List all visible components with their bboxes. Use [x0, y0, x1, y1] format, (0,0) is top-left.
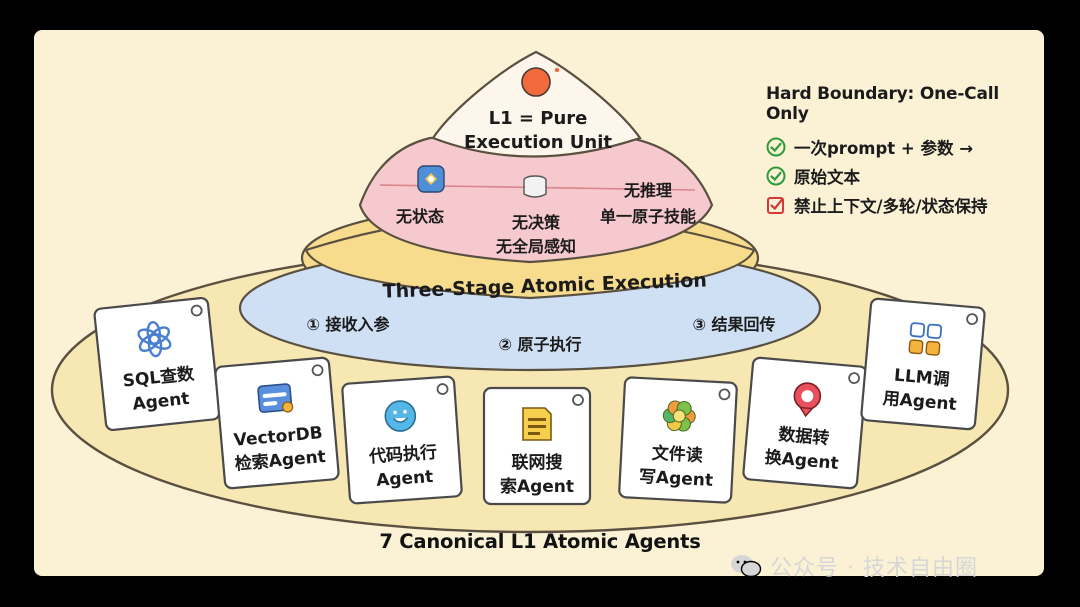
card-pin-icon: [572, 394, 584, 406]
agent-card-frame: [618, 376, 738, 504]
card-pin-icon: [190, 304, 203, 317]
constraint-no-global-awareness: 无全局感知: [495, 237, 576, 256]
wechat-watermark: 公众号 · 技术自由圈: [730, 550, 978, 582]
check-circle-icon: [766, 166, 786, 185]
constraints-pink-layer: [358, 136, 714, 264]
legend-item-text: 禁止上下文/多轮/状态保持: [794, 196, 988, 216]
constraint-no-reasoning: 无推理: [623, 181, 672, 200]
core-cone: [431, 50, 642, 158]
agent-card-frame: [860, 297, 986, 431]
agent-card-frame: [482, 386, 592, 506]
constraint-single-atomic-skill: 单一原子技能: [600, 207, 696, 226]
openai-swirl-icon: [137, 321, 172, 358]
database-stack-icon: [523, 175, 547, 198]
smile-badge-icon: [384, 400, 417, 432]
agent-card-frame: [742, 356, 868, 490]
core-title-line1: L1 = Pure: [489, 108, 588, 129]
stage-atomic-execute: ② 原子执行: [498, 335, 581, 354]
app-grid-icon: [908, 322, 943, 356]
agent-card-label-line1: 联网搜: [512, 452, 564, 473]
flower-icon: [662, 400, 696, 432]
legend-item-text: 原始文本: [794, 167, 860, 187]
agent-card-label-line1: 文件读: [651, 443, 703, 467]
legend-title: Hard Boundary: One-Call Only: [766, 84, 999, 124]
card-pin-icon: [436, 383, 449, 395]
core-orange-dot-icon: [521, 67, 560, 97]
agent-card-label-line2: Agent: [376, 467, 434, 491]
card-pin-icon: [718, 388, 731, 401]
legend-item-text: 一次prompt + 参数 →: [794, 138, 974, 158]
legend-item-one-call: 一次prompt + 参数 →: [766, 132, 1036, 161]
browser-window-icon: [257, 383, 294, 413]
target-pin-icon: [793, 382, 822, 418]
agent-card-frame: [341, 375, 463, 505]
constraint-stateless: 无状态: [395, 207, 444, 226]
footer-title: 7 Canonical L1 Atomic Agents: [379, 530, 701, 553]
watermark-text: 公众号 · 技术自由圈: [770, 556, 978, 581]
stage-return-result: ③ 结果回传: [692, 315, 775, 334]
legend-item-forbidden: 禁止上下文/多轮/状态保持: [766, 190, 1036, 219]
agent-card-label-line1: LLM调: [893, 366, 950, 391]
agent-card-label-line2: 写Agent: [638, 467, 713, 491]
hard-boundary-legend: Hard Boundary: One-Call Only 一次prompt + …: [766, 84, 1036, 219]
card-pin-icon: [848, 372, 860, 385]
checkbox-forbidden-icon: [767, 196, 784, 214]
wechat-logo-icon: [731, 555, 762, 578]
constraint-no-decision: 无决策: [511, 213, 561, 232]
check-circle-icon: [766, 137, 786, 156]
agent-card-label-line1: 代码执行: [367, 442, 437, 468]
tool-cube-icon: [417, 165, 445, 193]
agent-card-frame: [93, 296, 221, 432]
agent-card-frame: [214, 356, 340, 490]
legend-item-raw-text: 原始文本: [766, 161, 1036, 190]
stage-receive-input: ① 接收入参: [306, 315, 390, 334]
agent-card-label-line1: 数据转: [778, 424, 831, 449]
document-icon: [522, 407, 552, 441]
core-title-line2: Execution Unit: [464, 132, 612, 153]
card-pin-icon: [311, 364, 324, 377]
card-pin-icon: [966, 313, 978, 326]
agent-card-label-line2: 索Agent: [500, 476, 574, 497]
